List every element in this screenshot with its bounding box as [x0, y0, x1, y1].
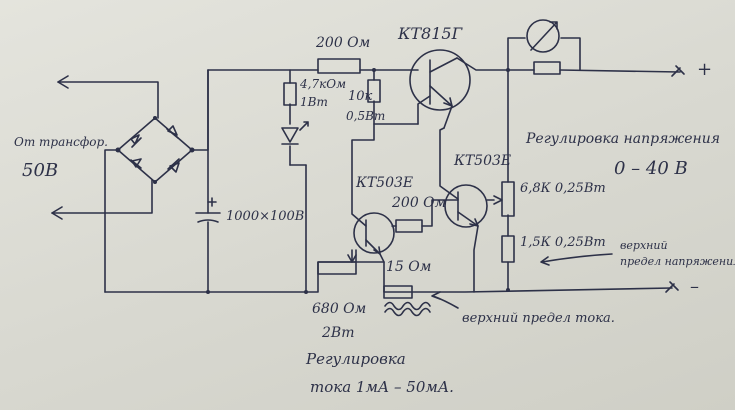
- wire-bridge-plus: [191, 69, 209, 151]
- label-r-base-line2: 0,5Вт: [346, 109, 386, 123]
- transistor-kt503-right: [439, 127, 495, 293]
- potentiometer-680: [317, 249, 357, 275]
- capacitor-1000: [195, 69, 221, 293]
- resistor-200-top: [317, 58, 361, 74]
- wire-bridge-minus: [104, 149, 119, 293]
- label-q-right: КТ503Е: [454, 153, 512, 169]
- transistor-kt815: [409, 49, 509, 129]
- label-upper-volt-line2: предел напряжения: [620, 255, 735, 268]
- ammeter: [507, 19, 581, 71]
- resistor-1k5: [501, 235, 515, 263]
- upper-current-arrow: [431, 291, 459, 309]
- resistor-200-mid: [395, 219, 423, 233]
- label-r-led-line1: 4,7кОм: [300, 77, 347, 91]
- input-arrow-top: [57, 75, 159, 119]
- label-minus: –: [690, 276, 699, 297]
- resistor-4k7: [283, 82, 297, 106]
- label-pot-current-line1: 680 Ом: [312, 301, 367, 317]
- label-q-main: КТ815Г: [398, 24, 463, 43]
- led: [281, 121, 309, 145]
- label-source-line2: 50В: [22, 160, 59, 181]
- label-source-line1: От трансфор.: [14, 135, 108, 149]
- label-cap: 1000×100В: [226, 209, 305, 224]
- diode-bridge: [115, 116, 195, 184]
- wire-led-branch: [289, 69, 307, 293]
- resistor-10k: [367, 79, 381, 103]
- output-minus-terminal: [665, 281, 679, 293]
- label-volt-adj-line2: 0 – 40 В: [614, 158, 688, 179]
- label-upper-current: верхний предел тока.: [462, 311, 615, 326]
- label-current-adj-line1: Регулировка: [306, 350, 406, 368]
- label-r-low: 1,5К 0,25Вт: [520, 235, 606, 250]
- label-pot-current-line2: 2Вт: [322, 325, 355, 341]
- label-r-top: 200 Ом: [316, 35, 371, 51]
- label-r-base-line1: 10к: [348, 89, 373, 104]
- upper-voltage-arrow: [540, 253, 613, 266]
- resistor-ammeter-shunt: [533, 61, 561, 75]
- label-r-led-line2: 1Вт: [300, 95, 328, 109]
- label-r-mid: 200 Ом: [392, 195, 447, 211]
- potentiometer-6k8: [493, 181, 515, 217]
- transistor-kt503-left: [351, 123, 395, 263]
- label-r-shunt: 15 Ом: [386, 259, 432, 275]
- input-arrow-bottom: [51, 179, 153, 220]
- label-r-volt: 6,8К 0,25Вт: [520, 181, 606, 196]
- resistor-15-shunt: [383, 285, 413, 299]
- label-volt-adj-line1: Регулировка напряжения: [526, 131, 721, 147]
- label-q-left: КТ503Е: [356, 175, 414, 191]
- label-plus: +: [697, 59, 713, 80]
- label-upper-volt-line1: верхний: [620, 239, 668, 252]
- label-current-adj-line2: тока 1мА – 50мА.: [310, 378, 454, 396]
- shunt-scribble: [384, 301, 431, 317]
- output-plus-terminal: [671, 65, 685, 77]
